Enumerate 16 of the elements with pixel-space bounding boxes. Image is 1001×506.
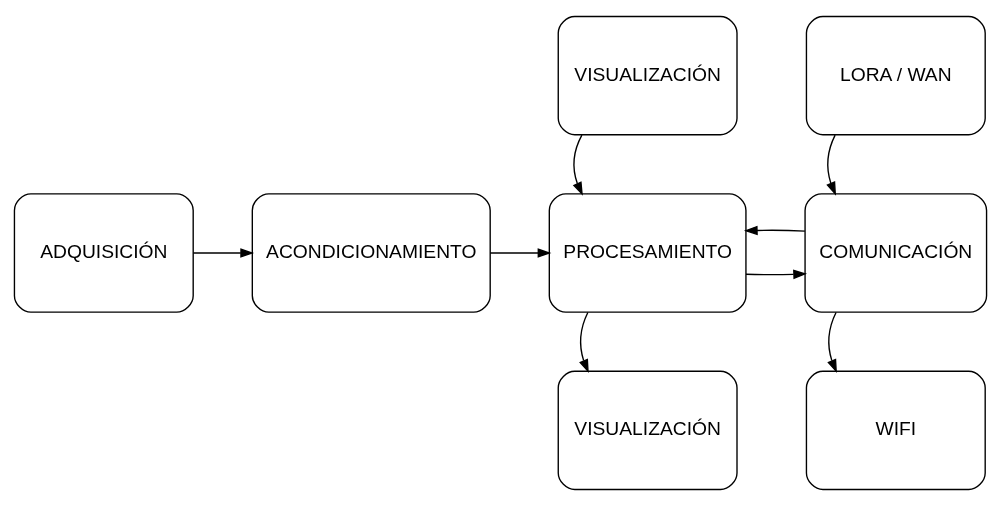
arrow: [192, 248, 255, 258]
arrow: [827, 311, 837, 374]
node-box: WIFI: [805, 370, 986, 491]
node-box: LORA / WAN: [805, 15, 986, 136]
arrow: [579, 311, 589, 374]
arrow: [572, 134, 583, 196]
arrow: [745, 269, 807, 280]
arrow: [743, 225, 806, 236]
node-box: ADQUISICIÓN: [13, 193, 194, 313]
node-box: VISUALIZACIÓN: [557, 370, 738, 491]
node-box: ACONDICIONAMIENTO: [251, 193, 491, 313]
arrow: [826, 134, 837, 196]
node-box: VISUALIZACIÓN: [557, 15, 738, 136]
node-box: PROCESAMIENTO: [548, 193, 747, 313]
node-box: COMUNICACIÓN: [804, 193, 988, 313]
arrow: [489, 248, 552, 258]
